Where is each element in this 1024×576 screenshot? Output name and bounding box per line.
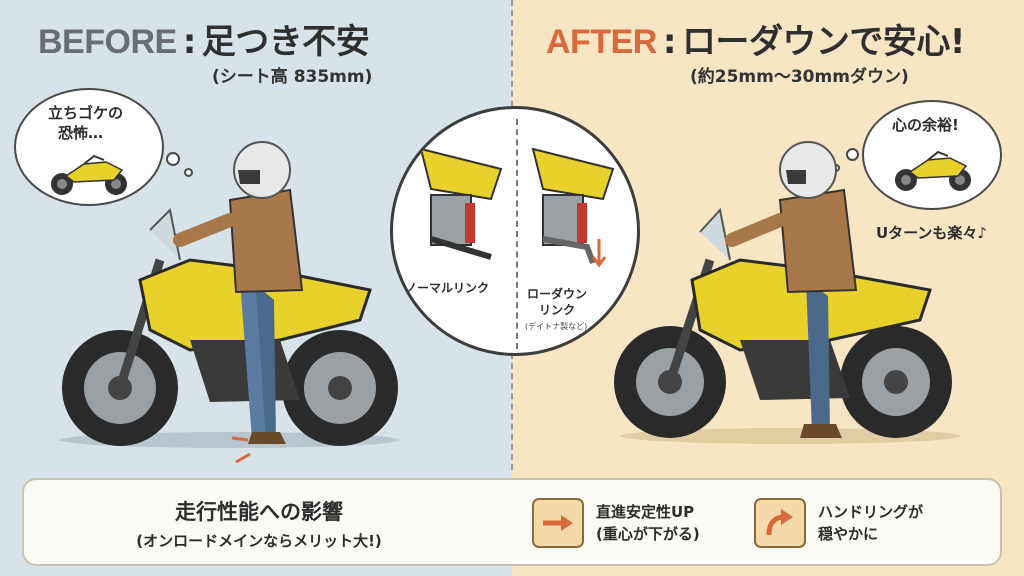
before-separator: : [182,22,197,62]
handling-label-line2: 穏やかに [818,525,879,543]
before-thought-line2: 恐怖… [58,124,104,142]
summary-subtitle: (オンロードメインならメリット大!) [136,532,382,550]
normal-link-illustration [419,147,503,260]
after-tag: AFTER [546,23,657,61]
before-thought-dot [184,168,193,177]
before-thought-dot [166,152,180,166]
zoom-divider [516,119,518,349]
before-subtitle: (シート高 835mm) [212,67,373,87]
stability-label-line2: (重心が下がる) [596,525,700,543]
after-thought-text: 心の余裕! [892,116,959,134]
link-zoom-circle: ノーマルリンク ローダウン リンク (デイトナ製など) [390,106,640,356]
mini-motorcycle-icon [895,150,971,191]
lowdown-link-note: (デイトナ製など) [525,322,588,331]
after-heading: AFTER:ローダウンで安心! [546,14,965,63]
lowdown-link-label-line1: ローダウン [527,287,588,301]
summary-title: 走行性能への影響 [175,500,343,524]
after-rider-illustration [614,141,960,444]
performance-summary-bar: 走行性能への影響 (オンロードメインならメリット大!) 直進安定性UP (重心が… [22,478,1002,566]
arrow-right-icon [543,515,573,531]
mini-motorcycle-icon [51,154,127,195]
before-rider-illustration [60,141,400,448]
after-separator: : [662,22,677,62]
handling-label-line1: ハンドリングが [818,503,924,521]
ground-gap-arrows-icon [231,436,251,464]
arrow-curve-icon [766,509,793,536]
before-tag: BEFORE [38,23,177,61]
after-subtitle: (約25mm〜30mmダウン) [690,67,909,87]
lowdown-link-label-line2: リンク [539,303,576,317]
after-title: ローダウンで安心! [681,22,966,62]
normal-link-label: ノーマルリンク [405,281,490,295]
after-uturn-note: Uターンも楽々♪ [876,224,988,242]
before-thought-bubble [14,88,164,206]
stability-label-line1: 直進安定性UP [596,503,695,521]
before-title: 足つき不安 [201,22,370,62]
handling-badge [754,498,806,548]
before-thought-line1: 立ちゴケの [48,104,124,122]
after-thought-dot [846,148,859,161]
stability-badge [532,498,584,548]
lowdown-link-illustration [531,147,615,268]
before-heading: BEFORE:足つき不安 [38,14,370,63]
after-thought-bubble [862,100,1002,210]
